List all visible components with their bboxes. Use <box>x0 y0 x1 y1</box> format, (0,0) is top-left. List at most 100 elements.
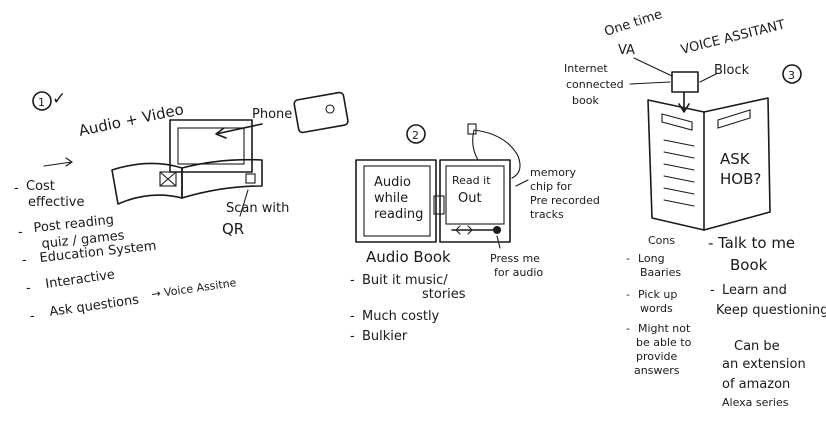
internet-label-3: book <box>572 94 599 107</box>
bullet-music: Buit it music/ <box>362 273 448 288</box>
cons-1-line-2: Baaries <box>640 266 681 279</box>
press-label-2: for audio <box>494 266 543 279</box>
press-label-1: Press me <box>490 252 540 265</box>
audio-play-button-icon <box>493 226 501 234</box>
smart-book-right-page <box>703 97 771 231</box>
talk-title-line-2: Book <box>730 256 768 274</box>
cons-2-line-1: Pick up <box>638 288 677 301</box>
internet-arrow <box>629 81 671 85</box>
extension-line-4: Alexa series <box>722 396 789 409</box>
cons-3-line-3: provide <box>636 350 678 363</box>
smart-book-left-page <box>647 99 705 231</box>
svg-text:-: - <box>626 322 630 335</box>
phone-arrow <box>215 123 263 139</box>
audio-skip-icon <box>455 225 473 235</box>
memory-label-1: memory <box>530 166 576 179</box>
scan-label-line-1: Scan with <box>226 201 289 216</box>
left-page-line-1: Audio <box>374 175 411 190</box>
extension-line-2: an extension <box>722 357 806 372</box>
internet-label-2: connected <box>566 78 624 91</box>
earphone-icon <box>467 123 477 135</box>
scan-arrow <box>239 189 249 217</box>
talk-title-line-1: Talk to me <box>717 234 795 252</box>
memory-label-4: tracks <box>530 208 564 221</box>
audio-book-left-page <box>363 165 431 237</box>
book-right-page <box>181 158 263 199</box>
svg-text:-: - <box>626 252 630 265</box>
sketch-2: 2 Audio while reading Read it Out memory… <box>350 123 600 344</box>
block-label: Block <box>714 63 750 78</box>
svg-text:-: - <box>710 283 715 298</box>
page-text-line-2: HOB? <box>720 170 761 188</box>
cons-3-line-1: Might not <box>638 322 691 335</box>
svg-text:-: - <box>350 329 355 344</box>
memory-label-3: Pre recorded <box>530 194 600 207</box>
sketch-1-number: 1 <box>38 96 45 109</box>
sketch-1-title: Audio + Video <box>77 100 185 140</box>
svg-text:-: - <box>708 234 713 252</box>
scan-label-line-2: QR <box>222 220 244 238</box>
voice-assistant-label: VOICE ASSITANT <box>679 17 786 57</box>
bullet-cost-2: effective <box>28 195 85 210</box>
block-pointer <box>699 73 717 83</box>
phone-label: Phone <box>252 107 292 122</box>
right-page-line-1: Read it <box>452 174 491 187</box>
book-clip <box>433 195 445 215</box>
cons-2-line-2: words <box>640 302 673 315</box>
audio-book-left-cover <box>355 159 437 243</box>
book-left-page <box>111 162 183 205</box>
sketch-1-bullets: - Cost effective - Post reading quiz / g… <box>14 179 237 324</box>
left-page-line-2: while <box>374 191 408 206</box>
svg-text:-: - <box>626 288 630 301</box>
sketch-3-number-circle <box>782 64 802 84</box>
voice-assistant-block <box>671 71 699 93</box>
svg-text:-: - <box>18 225 23 240</box>
one-time-label-1: One time <box>603 7 665 40</box>
sketch-2-bullets: - Buit it music/ stories - Much costly -… <box>350 273 466 344</box>
cons-3-line-4: answers <box>634 364 680 377</box>
bullet-bulkier: Bulkier <box>362 329 408 344</box>
bullet-music-2: stories <box>422 287 466 302</box>
audio-book-right-cover <box>439 159 511 243</box>
phone-icon <box>293 91 349 134</box>
page-text-line-1: ASK <box>720 150 751 168</box>
talk-bullet-line-2: Keep questioning <box>716 303 826 318</box>
sketch-3-number: 3 <box>788 69 795 82</box>
right-page-line-2: Out <box>458 191 482 206</box>
cons-3-line-2: be able to <box>636 336 692 349</box>
bullet-ask-questions: Ask questions <box>48 293 140 320</box>
left-page-line-3: reading <box>374 207 423 222</box>
headphone-wire <box>472 129 521 179</box>
video-screen <box>169 119 253 173</box>
svg-text:-: - <box>30 309 35 324</box>
qr-code-icon <box>245 173 256 184</box>
book-speaker-slots <box>661 109 751 131</box>
svg-text:-: - <box>14 181 19 196</box>
sketch-2-number: 2 <box>412 129 419 142</box>
sketch-1-check: ✓ <box>52 89 66 109</box>
video-screen-inner <box>177 127 245 165</box>
memory-label-2: chip for <box>530 180 572 193</box>
sketch-3: 3 One time VA VOICE ASSITANT Block Inter… <box>564 7 826 409</box>
sketch-2-title: Audio Book <box>366 248 451 266</box>
press-pointer <box>496 235 501 249</box>
phone-camera-icon <box>325 104 335 114</box>
one-time-arrow <box>633 57 673 77</box>
bullet-costly: Much costly <box>362 309 440 324</box>
sketch-1: 1 ✓ Audio + Video Phone Scan with QR - C… <box>14 89 349 324</box>
bullet-cost: Cost <box>26 179 55 194</box>
image-placeholder-icon <box>159 171 177 187</box>
talk-bullet-line-1: Learn and <box>722 283 787 298</box>
memory-pointer <box>515 179 529 187</box>
cons-title: Cons <box>648 234 675 247</box>
bullet-interactive: Interactive <box>44 267 115 292</box>
side-arrow <box>43 157 73 167</box>
svg-text:-: - <box>350 273 355 288</box>
svg-text:-: - <box>26 281 31 296</box>
bullet-ask-suffix: → Voice Assitne <box>151 276 238 301</box>
one-time-label-2: VA <box>618 43 635 58</box>
sketch-2-number-circle <box>406 124 426 144</box>
sketch-1-number-circle <box>32 91 52 111</box>
